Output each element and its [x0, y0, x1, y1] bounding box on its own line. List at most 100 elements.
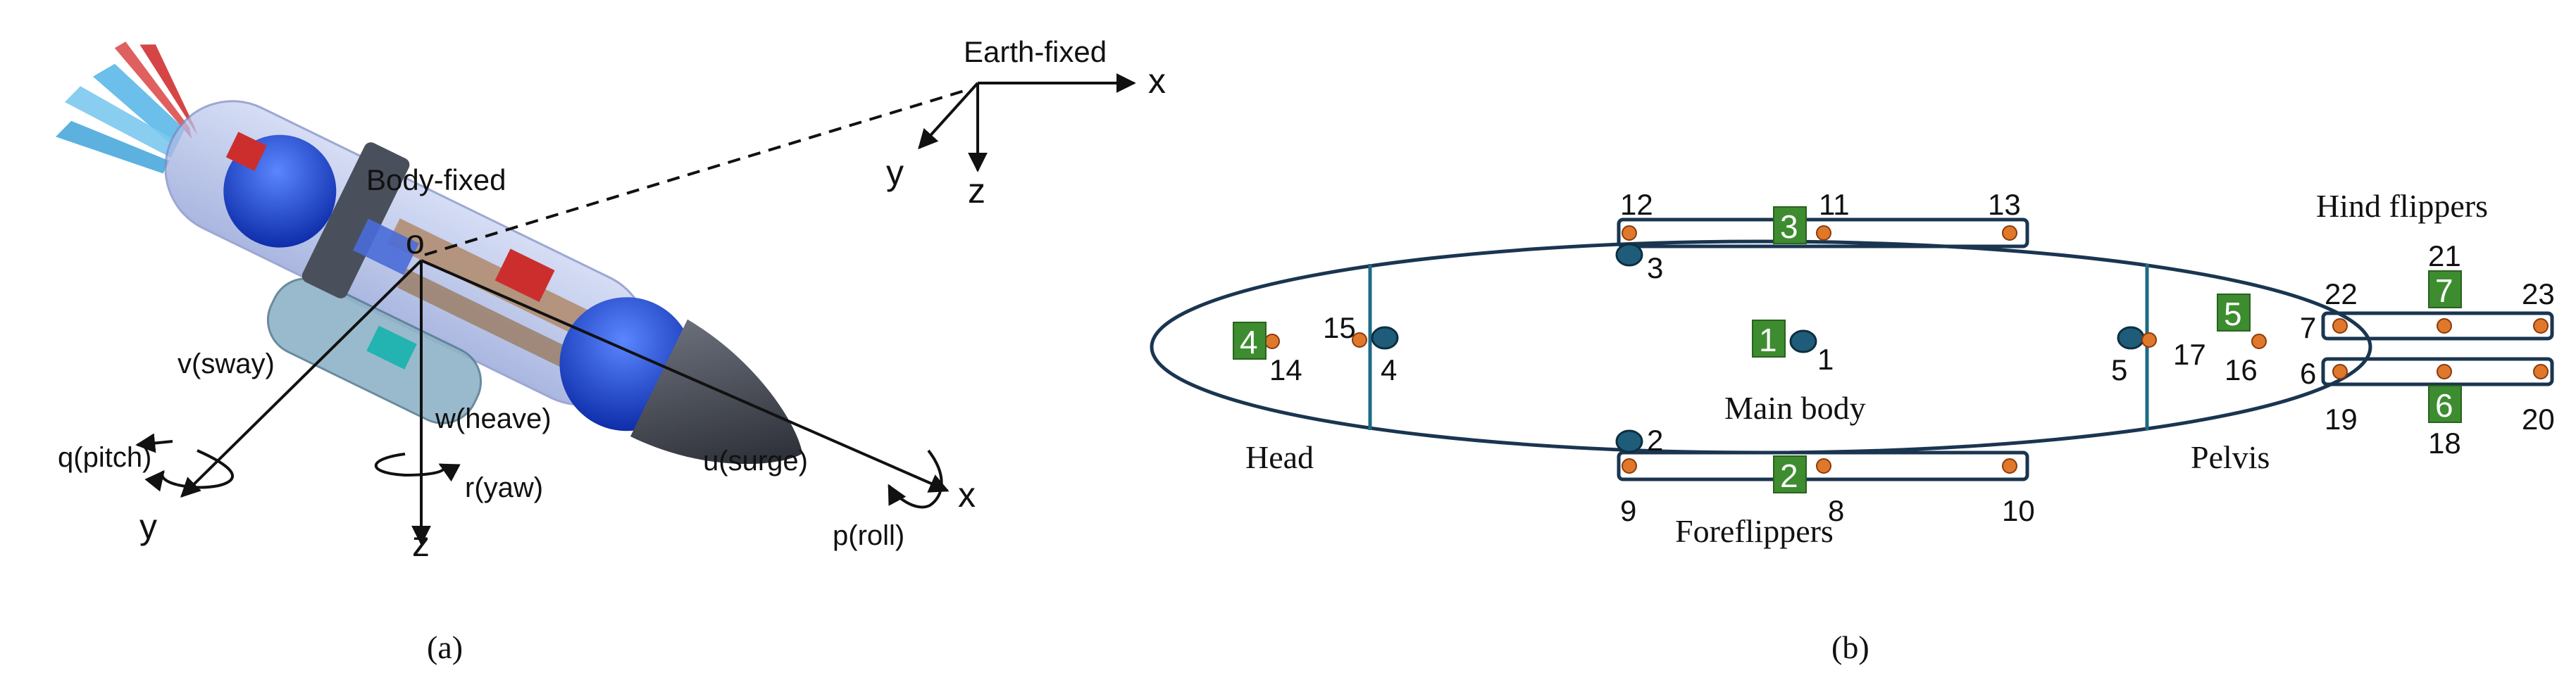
segment-box: [1752, 320, 1786, 358]
segment-number: 5: [2224, 296, 2242, 332]
surge-label: u(surge): [703, 446, 808, 477]
sway-axis: [180, 259, 423, 498]
yaw-label: r(yaw): [465, 472, 543, 503]
cyan-module: [366, 325, 417, 370]
node: [2141, 332, 2157, 348]
internal-plate: [301, 142, 410, 298]
node: [1622, 458, 1637, 474]
segment-number: 4: [1240, 324, 1258, 360]
foreflippers-label: Foreflippers: [1675, 513, 1834, 549]
caption-a: (a): [427, 629, 463, 665]
node: [2251, 334, 2267, 349]
node-label: 10: [2002, 494, 2035, 527]
node-labels: 1 2 3 4 5 6 7 8 9 10 11 12 13 14 15 16 1…: [1269, 188, 2555, 527]
node: [2002, 458, 2017, 474]
main-body-label: Main body: [1724, 390, 1866, 426]
node: [2332, 318, 2348, 334]
pitch-label: q(pitch): [58, 442, 151, 473]
hind-flipper-bottom-bar: [2321, 357, 2554, 386]
robot-illustration: [56, 42, 802, 465]
node-label: 15: [1323, 311, 1356, 344]
node: [1352, 332, 1367, 348]
segment-boxes: 1 2 3 4 5 6 7: [1233, 206, 2462, 494]
hind-flippers-label: Hind flippers: [2316, 188, 2488, 224]
node-label: 16: [2225, 353, 2258, 386]
node-label: 4: [1381, 353, 1397, 386]
segment-number: 3: [1780, 208, 1798, 245]
node-label: 20: [2522, 403, 2555, 436]
node-label: 5: [2111, 353, 2127, 386]
foreflipper-bottom-bar: [1617, 450, 2029, 481]
node-label: 11: [1819, 188, 1850, 221]
segment-box: [1773, 455, 1807, 493]
node: [2332, 364, 2348, 379]
joint-node: [1615, 243, 1643, 267]
body-x-label: x: [958, 475, 976, 515]
earth-x-label: x: [1148, 61, 1166, 101]
heave-label: w(heave): [435, 403, 552, 434]
pitch-rotation-arrow: [144, 449, 234, 492]
surge-axis: [421, 259, 950, 493]
segment-box: [2217, 294, 2251, 332]
rail-2: [397, 268, 584, 374]
node-label: 19: [2325, 403, 2358, 436]
segment-box: [1773, 206, 1807, 244]
body-y-label: y: [139, 507, 157, 546]
node: [2533, 364, 2549, 379]
node: [1816, 225, 1831, 241]
panel-b: 1 2 3 4 5 6 7 1 2 3 4 5 6 7 8 9 10 11: [1150, 188, 2555, 665]
node: [1816, 458, 1831, 474]
nose-cone: [630, 319, 802, 465]
joint-node: [1615, 429, 1643, 453]
node-label: 2: [1647, 424, 1663, 457]
node: [2437, 364, 2452, 379]
segment-number: 2: [1780, 458, 1798, 494]
node-label: 12: [1620, 188, 1653, 221]
pelvis-label: Pelvis: [2191, 439, 2270, 475]
joint-nodes: [1371, 243, 2145, 453]
sway-label: v(sway): [178, 348, 275, 379]
segment-box: [2428, 385, 2462, 423]
foreflipper-top-bar: [1617, 218, 2029, 248]
node-label: 18: [2428, 427, 2461, 460]
earth-y-axis: [918, 82, 979, 150]
node-label: 22: [2325, 277, 2358, 310]
earth-frame: [424, 73, 1136, 256]
joint-node: [1371, 326, 1399, 350]
panel-a: Earth-fixed x y z Body-fixed o v(sway) w…: [56, 35, 1166, 665]
node-label: 8: [1828, 494, 1844, 527]
red-module: [494, 248, 555, 303]
roll-rotation-arrow: [888, 449, 943, 509]
node: [2437, 318, 2452, 334]
pitch-rot-tail: [135, 433, 173, 453]
node-label: 17: [2173, 338, 2206, 371]
node: [2002, 225, 2017, 241]
segment-number: 6: [2435, 387, 2453, 424]
node-label: 1: [1817, 343, 1834, 376]
node: [2533, 318, 2549, 334]
hind-flipper-top-bar: [2321, 311, 2554, 341]
red-module-2: [225, 132, 267, 171]
node-label: 21: [2428, 239, 2461, 272]
segment-number: 1: [1759, 322, 1777, 358]
node-label: 6: [2300, 357, 2316, 390]
body-frame: [135, 259, 950, 546]
node-label: 7: [2300, 311, 2316, 344]
yaw-rotation-arrow: [374, 453, 461, 482]
joint-node: [2117, 326, 2145, 350]
blue-module: [353, 218, 419, 275]
caption-b: (b): [1831, 629, 1869, 665]
node: [1264, 334, 1280, 349]
origin-label: o: [406, 224, 425, 261]
node-label: 14: [1269, 353, 1302, 386]
node-label: 9: [1620, 494, 1636, 527]
earth-y-label: y: [886, 153, 904, 192]
segment-box: [1233, 322, 1267, 360]
segment-number: 7: [2435, 272, 2453, 309]
head-label: Head: [1245, 439, 1314, 475]
frame-link: [424, 89, 967, 256]
earth-fixed-label: Earth-fixed: [964, 35, 1107, 68]
body-fixed-label: Body-fixed: [366, 163, 506, 196]
node: [1622, 225, 1637, 241]
node-label: 13: [1988, 188, 2021, 221]
